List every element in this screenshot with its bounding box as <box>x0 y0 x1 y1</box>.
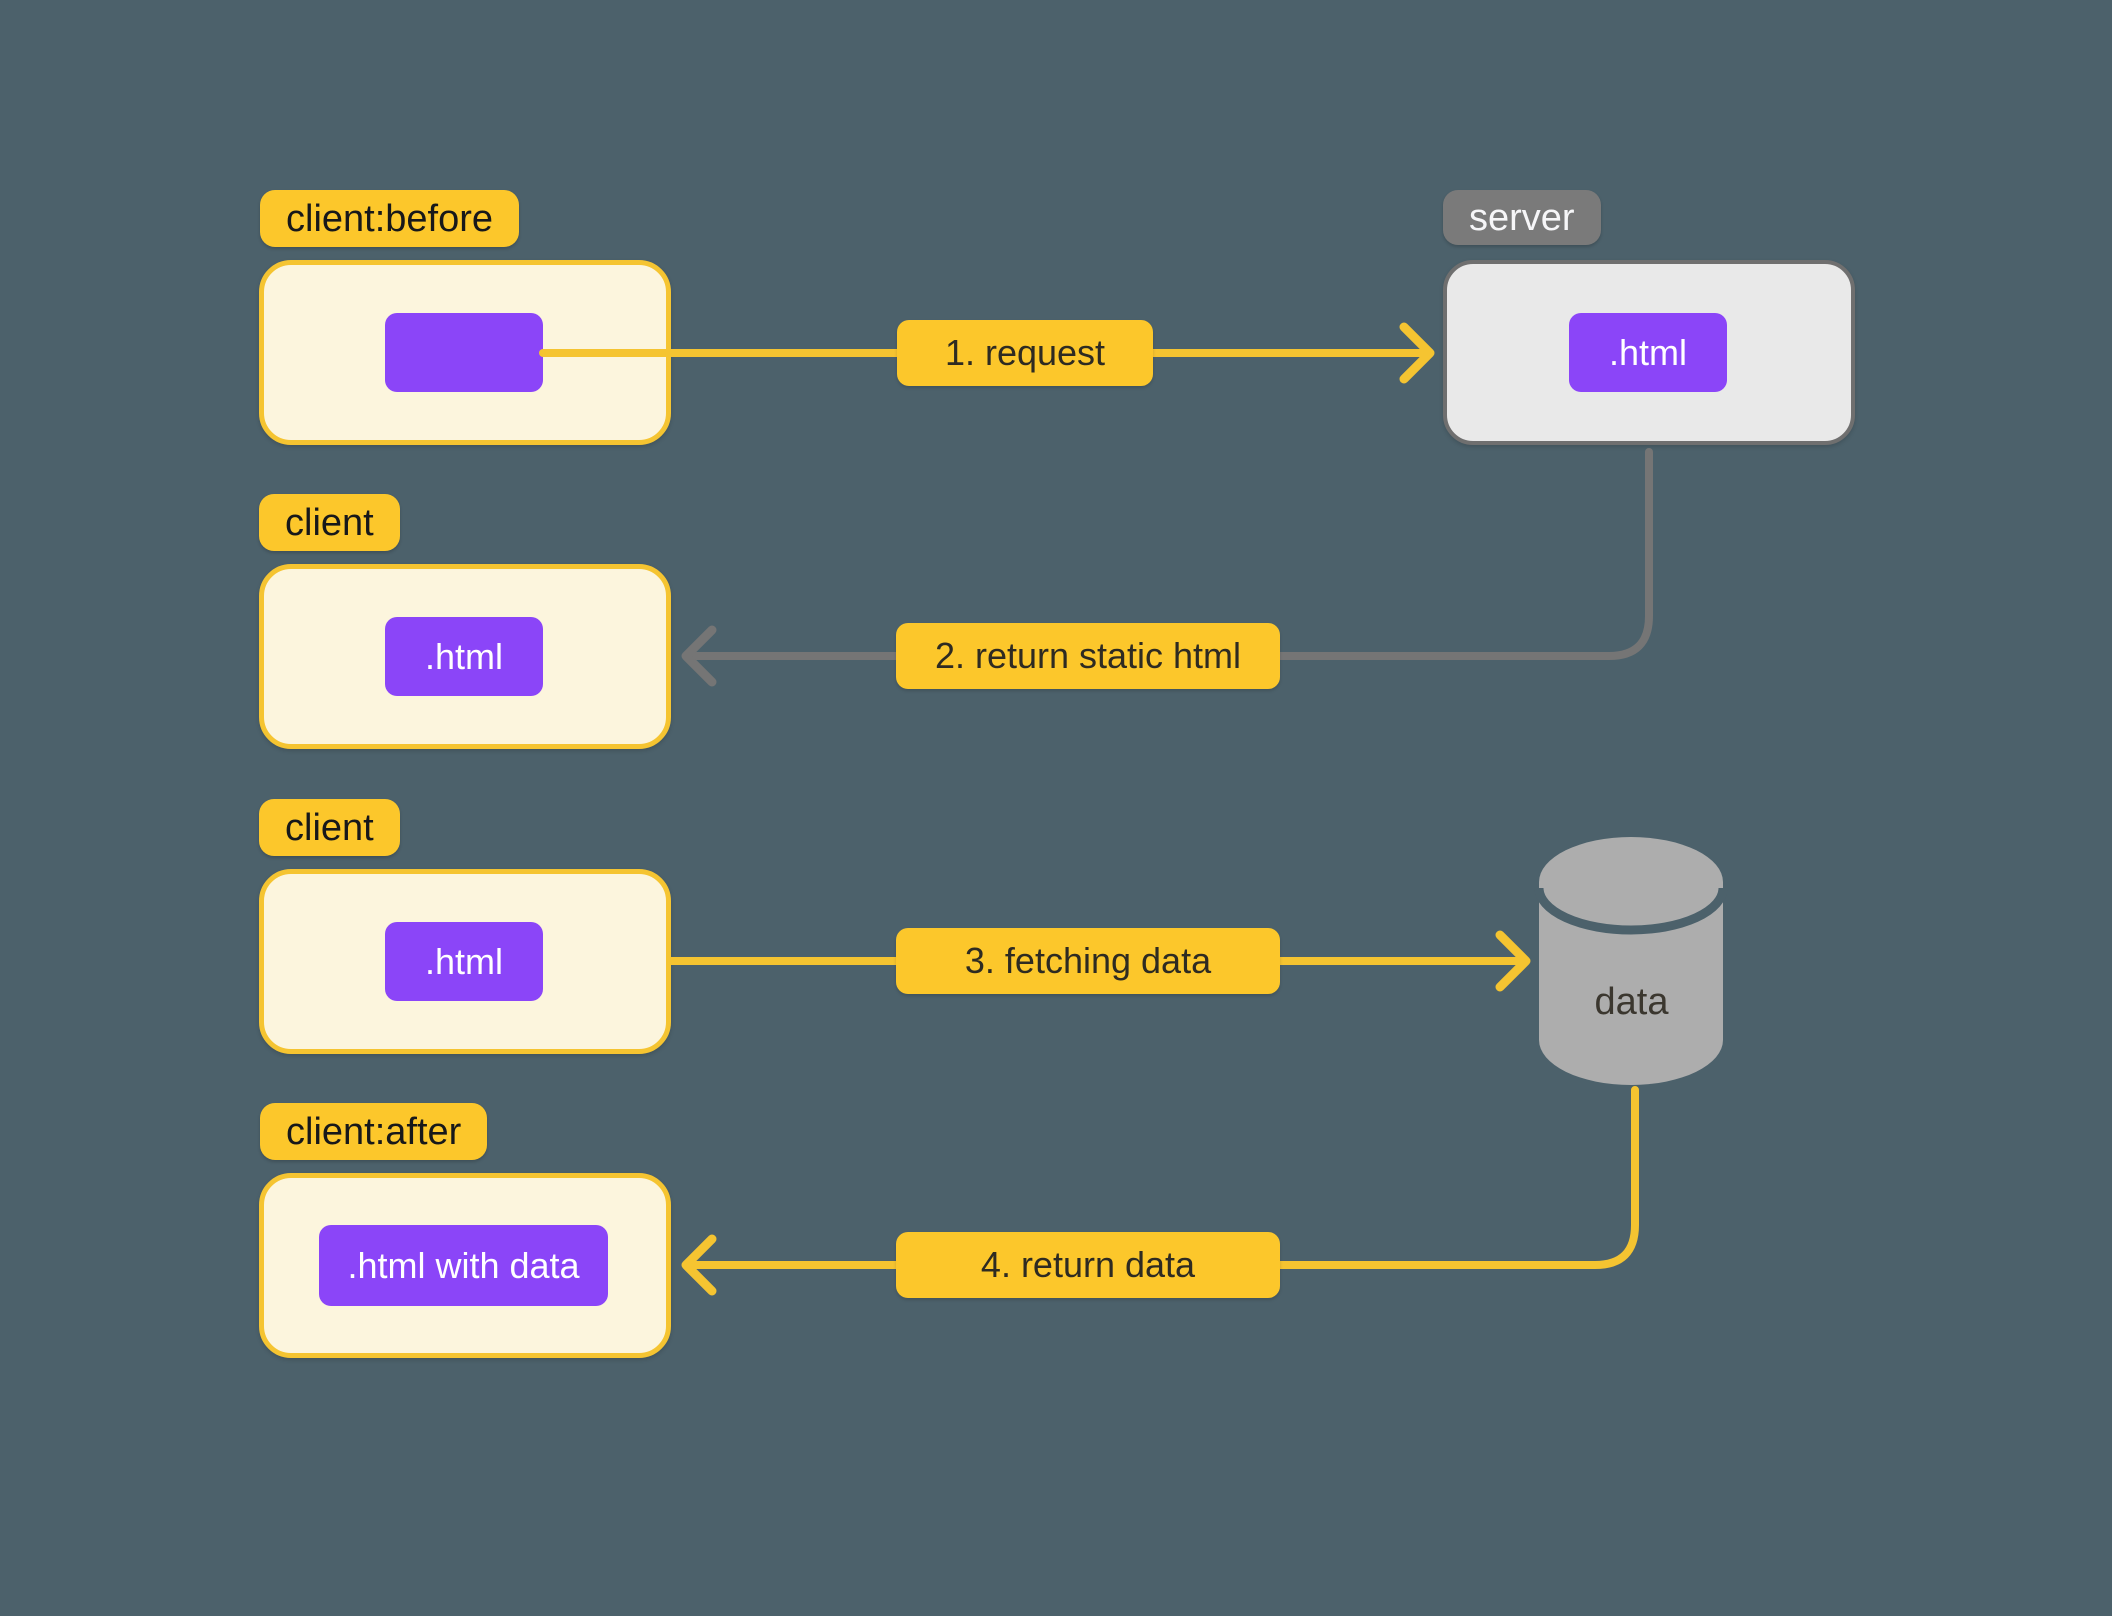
client-box-step2 <box>259 564 671 749</box>
database-cylinder-icon <box>1539 837 1723 1085</box>
cylinder-lid-separator <box>1534 887 1728 935</box>
server-tag: server <box>1443 190 1601 245</box>
return-html-arrow-line <box>688 448 1653 660</box>
empty-html-chip <box>385 313 543 392</box>
arrowhead-left-return-data-icon <box>681 1234 717 1296</box>
client-after-tag: client:after <box>260 1103 488 1160</box>
arrowhead-left-return-html-icon <box>681 625 717 687</box>
step1-request-label: 1. request <box>897 320 1153 386</box>
return-data-arrow-line <box>688 1086 1639 1269</box>
client-tag-step3: client <box>259 799 400 856</box>
datastore-label: data <box>1594 981 1669 1023</box>
html-with-data-chip: .html with data <box>319 1225 608 1306</box>
client-tag-step2: client <box>259 494 400 551</box>
html-chip-step2: .html <box>385 617 543 696</box>
html-chip-step3: .html <box>385 922 543 1001</box>
server-html-chip: .html <box>1569 313 1727 392</box>
arrowhead-right-request-icon <box>1399 322 1435 384</box>
step3-fetching-data-label: 3. fetching data <box>896 928 1280 994</box>
client-before-tag: client:before <box>260 190 520 247</box>
arrowhead-right-fetch-icon <box>1495 930 1531 992</box>
step2-return-html-label: 2. return static html <box>896 623 1280 689</box>
step4-return-data-label: 4. return data <box>896 1232 1280 1298</box>
